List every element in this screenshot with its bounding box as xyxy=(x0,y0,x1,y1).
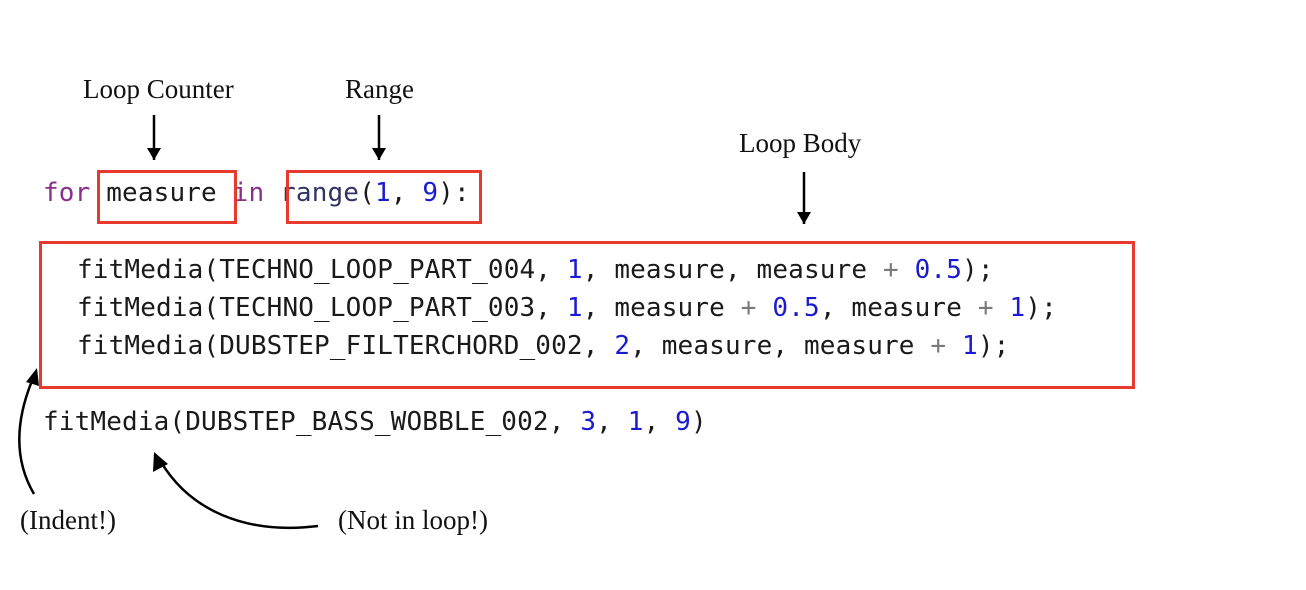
range-arrowhead xyxy=(372,148,386,160)
for-loop-header: for measure in range(1, 9): xyxy=(43,180,470,206)
not-in-loop-curved-arrow xyxy=(159,461,319,530)
range-separator: , xyxy=(390,178,423,208)
loop-counter-arrowhead xyxy=(147,148,161,160)
after-loop-statement: fitMedia(DUBSTEP_BASS_WOBBLE_002, 3, 1, … xyxy=(43,407,707,437)
not-in-loop-label: (Not in loop!) xyxy=(338,505,488,535)
loop-body-highlight-box xyxy=(39,241,1135,389)
loop-counter-highlight-box xyxy=(97,170,237,224)
loop-counter-label: Loop Counter xyxy=(83,74,234,104)
range-label: Range xyxy=(345,74,414,104)
in-keyword: in xyxy=(232,178,265,208)
range-end: 9 xyxy=(422,178,439,208)
indent-label: (Indent!) xyxy=(20,505,116,535)
loop-body-line-1: fitMedia(TECHNO_LOOP_PART_004, 1, measur… xyxy=(77,255,994,285)
range-highlight-box xyxy=(286,170,482,224)
for-keyword: for xyxy=(43,178,91,208)
colon: : xyxy=(453,178,470,208)
loop-body-arrowhead xyxy=(797,212,811,224)
range-function: range xyxy=(280,178,360,208)
open-paren: ( xyxy=(359,178,375,208)
loop-counter-variable: measure xyxy=(106,178,217,208)
close-paren: ) xyxy=(438,178,454,208)
indent-arrowhead xyxy=(26,368,39,386)
indent-curved-arrow xyxy=(18,375,36,495)
range-start: 1 xyxy=(374,178,391,208)
loop-body-line-3: fitMedia(DUBSTEP_FILTERCHORD_002, 2, mea… xyxy=(77,331,1010,361)
loop-body-line-2: fitMedia(TECHNO_LOOP_PART_003, 1, measur… xyxy=(77,293,1057,323)
loop-body-label: Loop Body xyxy=(739,128,862,158)
not-in-loop-arrowhead xyxy=(153,452,168,472)
